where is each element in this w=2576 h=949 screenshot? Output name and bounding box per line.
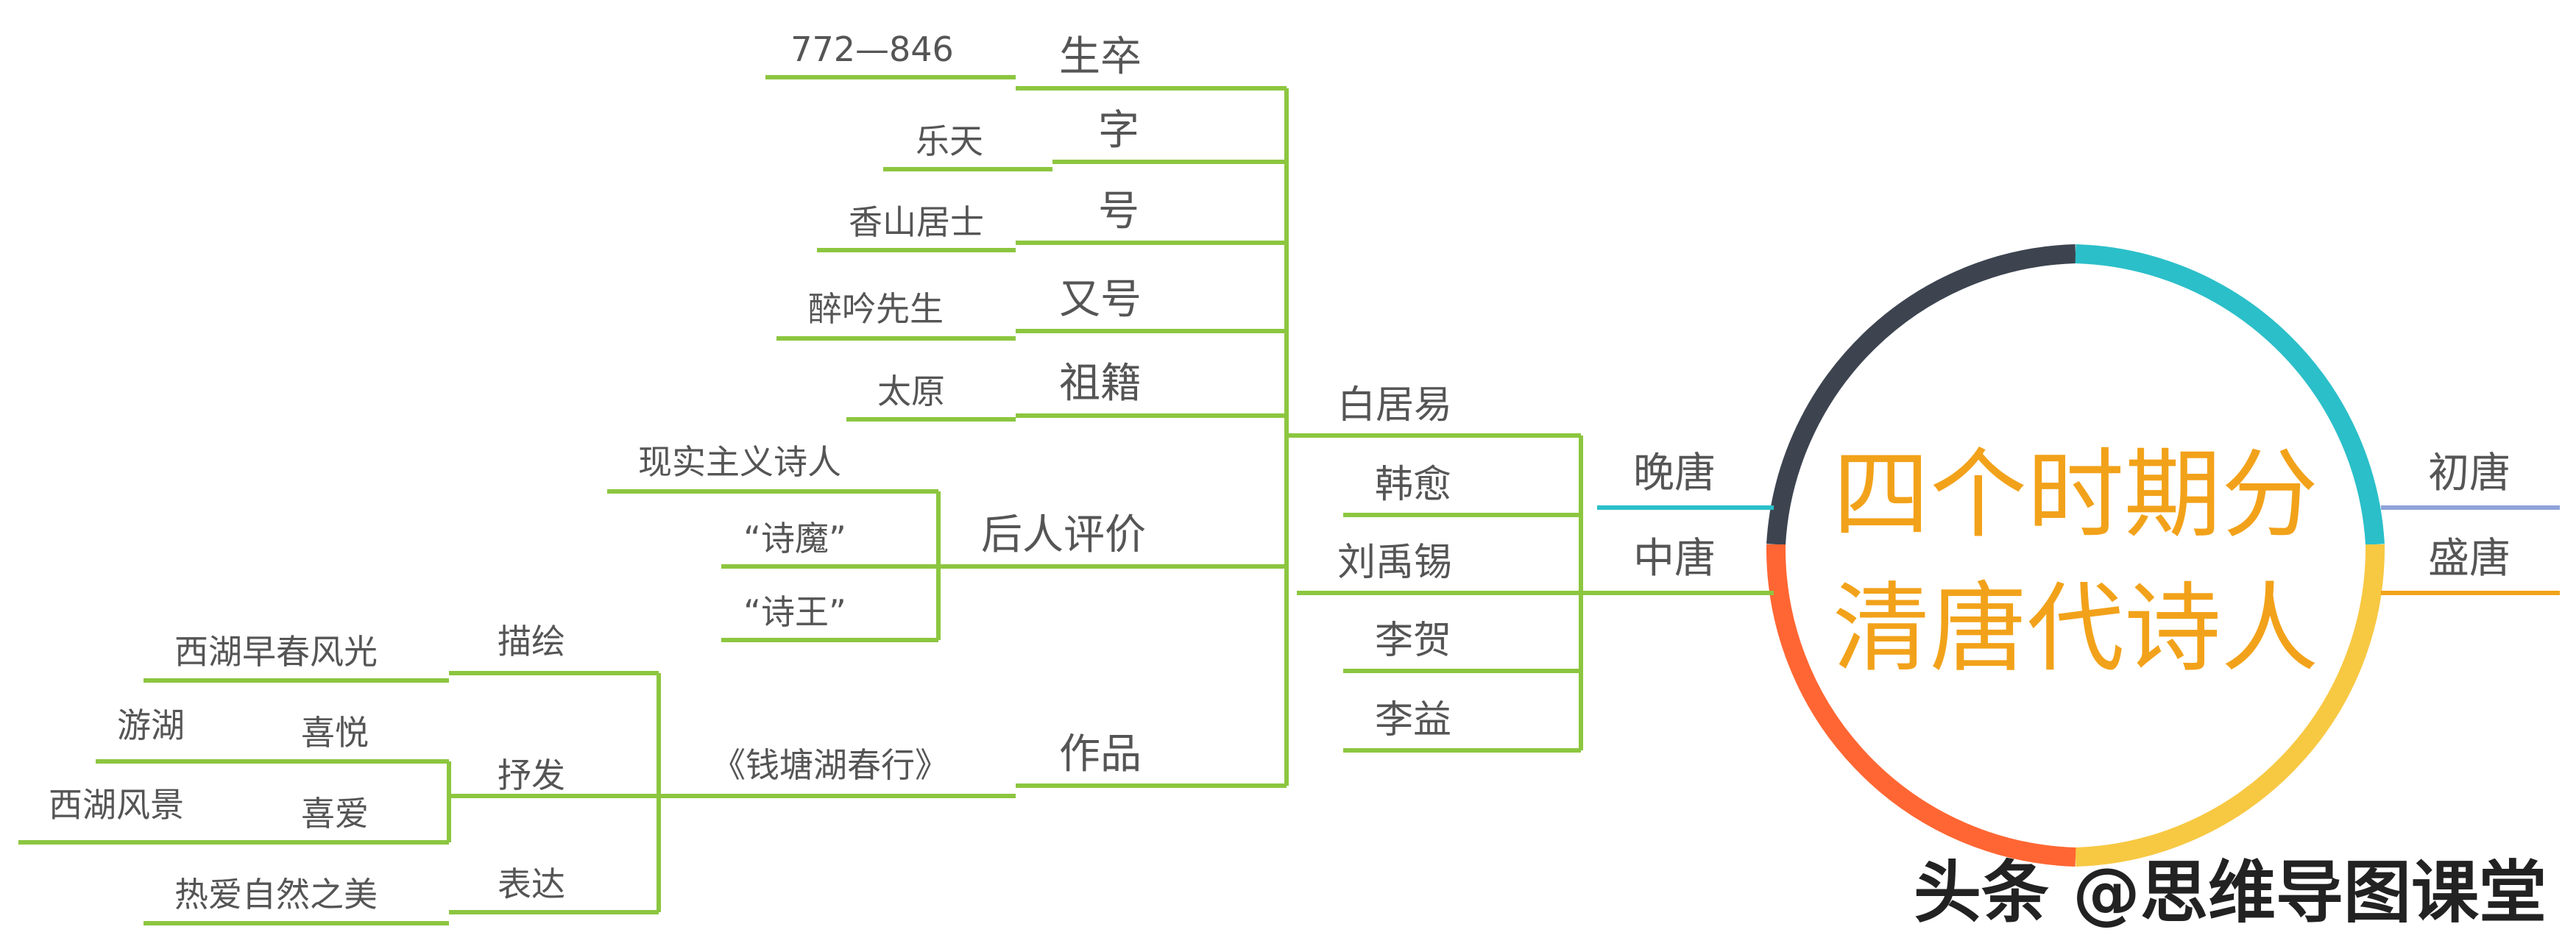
poet-li-yi: 李益	[1375, 698, 1451, 742]
bai-pingjia-label: 后人评价	[981, 511, 1146, 559]
period-wantang: 晚唐	[1633, 449, 1716, 497]
ring-segment-yellow	[2075, 544, 2385, 867]
bai-zuji-value: 太原	[877, 372, 945, 411]
biaoda-value: 热爱自然之美	[174, 875, 378, 914]
miaohui-value: 西湖早春风光	[174, 632, 378, 672]
period-zhongtang: 中唐	[1633, 535, 1716, 583]
period-chutang: 初唐	[2428, 449, 2510, 497]
poet-han-yu: 韩愈	[1375, 463, 1451, 507]
ring-segment-dark	[1766, 244, 2076, 545]
pingjia-realist: 现实主义诗人	[638, 442, 841, 482]
pingjia-shimo: “诗魔”	[743, 519, 846, 558]
bai-youhao-label: 又号	[1059, 276, 1142, 324]
poet-bai-juyi: 白居易	[1337, 383, 1452, 427]
poets-connector	[1287, 433, 1583, 753]
bai-youhao-value: 醉吟先生	[808, 289, 944, 329]
biaoda-label: 表达	[498, 864, 565, 904]
bai-zi-label: 字	[1098, 107, 1139, 154]
bai-shengzu-label: 生卒	[1059, 33, 1142, 81]
watermark: 头条 @思维导图课堂	[1914, 853, 2547, 932]
work-connector	[18, 671, 1016, 925]
bai-hao-label: 号	[1098, 188, 1139, 235]
bai-connector	[765, 75, 1289, 788]
bai-zi-value: 乐天	[916, 121, 983, 161]
xiyue-value: 游湖	[117, 705, 185, 745]
bai-zuopin-label: 作品	[1059, 731, 1142, 778]
ring-segment-orange	[1766, 544, 2076, 867]
miaohui-label: 描绘	[498, 622, 565, 661]
bai-hao-value: 香山居士	[849, 202, 984, 242]
center-title-line2: 清唐代诗人	[1833, 572, 2318, 686]
pingjia-shiwang: “诗王”	[743, 592, 846, 632]
poet-li-he: 李贺	[1375, 619, 1451, 663]
poet-liu-yuxi: 刘禹锡	[1337, 541, 1452, 585]
center-title-line1: 四个时期分	[1833, 438, 2318, 552]
bai-zuji-label: 祖籍	[1059, 360, 1142, 408]
period-shengtang: 盛唐	[2428, 535, 2510, 583]
pingjia-connector	[607, 489, 941, 642]
ring-segment-teal	[2075, 244, 2385, 545]
xiyue-label: 喜悦	[301, 713, 369, 753]
xiai-value: 西湖风景	[49, 785, 184, 825]
work-title: 《钱塘湖春行》	[712, 745, 949, 785]
center-ring	[1766, 244, 2385, 867]
xiai-label: 喜爱	[301, 794, 369, 834]
shufa-label: 抒发	[498, 756, 565, 795]
bai-shengzu-value: 772—846	[790, 29, 954, 69]
